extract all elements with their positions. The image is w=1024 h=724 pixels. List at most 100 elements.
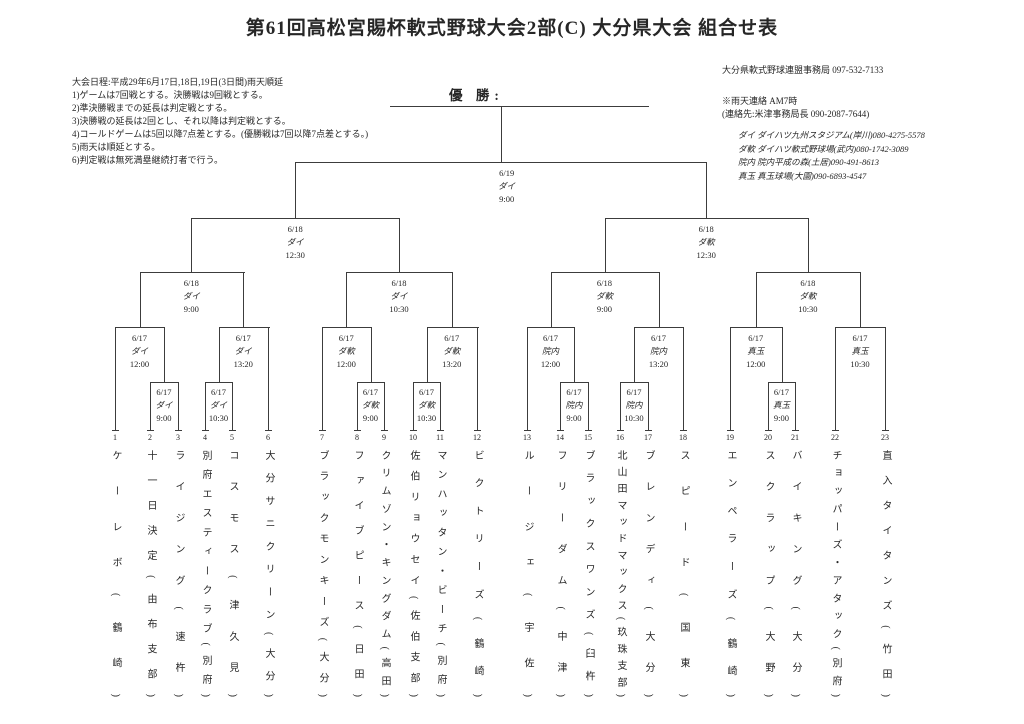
r2-bar [634, 327, 684, 328]
team-name: 直入タイタンズ(竹田) [880, 450, 891, 698]
team-line [648, 382, 649, 431]
match-time: 12:00 [540, 359, 561, 369]
champion-label: 優 勝: [449, 88, 504, 103]
team-number: 4 [203, 433, 207, 442]
team-name: フリーダム(中津) [555, 450, 566, 698]
semi-bar [605, 218, 809, 219]
team-name: 別府エスティークラブ(別府) [200, 450, 211, 698]
rule-line: 5)雨天は順延とする。 [72, 142, 161, 152]
match-date: 6/17 [650, 333, 667, 343]
team-tick [112, 430, 119, 431]
match-time: 9:00 [596, 304, 613, 314]
contact-info: 大分県軟式野球連盟事務局 097-532-7133 ※雨天連絡 AM7時 (連絡… [722, 64, 925, 183]
semi-connector [706, 162, 707, 219]
match-time: 10:30 [624, 413, 644, 423]
match-date: 6/17 [773, 387, 790, 397]
match-date: 6/17 [542, 333, 559, 343]
team-number: 16 [616, 433, 624, 442]
match-date: 6/19 [499, 168, 515, 178]
r1-bar [768, 382, 796, 383]
match-venue: 院内 [649, 346, 667, 356]
r2-bar [322, 327, 372, 328]
team-tick [617, 430, 624, 431]
r2-connector [452, 272, 453, 328]
final-bar [295, 162, 707, 163]
team-number: 21 [791, 433, 799, 442]
champion-line [390, 106, 649, 107]
qf-bar [140, 272, 245, 273]
team-line [115, 327, 116, 431]
rule-line: 大会日程:平成29年6月17日,18日,19日(3日間)雨天順延 [72, 77, 283, 87]
team-tick [381, 430, 388, 431]
team-line [150, 382, 151, 431]
team-number: 6 [266, 433, 270, 442]
match-time: 9:00 [183, 304, 199, 314]
qf-bar [551, 272, 660, 273]
r2-connector [756, 272, 757, 328]
match-time: 13:20 [442, 359, 462, 369]
r2-bar [427, 327, 479, 328]
team-line [477, 327, 478, 431]
match-date: 6/17 [362, 387, 379, 397]
team-name: スクラップ(大野) [763, 450, 774, 698]
team-name: ライジング(速杵) [173, 450, 184, 698]
r1-connector [634, 327, 635, 383]
team-name: クリムゾン・キングダム(高田) [379, 450, 390, 698]
match-date: 6/17 [418, 387, 435, 397]
team-line [885, 327, 886, 431]
team-line [232, 382, 233, 431]
team-name: コスモス(津久見) [227, 450, 238, 698]
match-time: 10:30 [850, 359, 870, 369]
team-tick [354, 430, 361, 431]
match-time: 9:00 [773, 413, 790, 423]
team-line [178, 382, 179, 431]
team-name: 十一日決定(由布支部) [145, 450, 156, 698]
qf-connector [605, 218, 606, 273]
match-date: 6/18 [596, 278, 613, 288]
venue-line: ダ軟 ダイハツ軟式野球場(武内)080-1742-3089 [738, 143, 909, 154]
team-number: 1 [113, 433, 117, 442]
qf-connector [808, 218, 809, 273]
team-line [683, 327, 684, 431]
team-tick [680, 430, 687, 431]
match-venue: ダイ [390, 291, 408, 301]
team-number: 7 [320, 433, 324, 442]
team-number: 22 [831, 433, 839, 442]
match-venue: ダイ [155, 400, 173, 410]
qf-connector [399, 218, 400, 273]
match-time: 12:30 [285, 250, 305, 260]
qf-connector [191, 218, 192, 273]
team-line [620, 382, 621, 431]
match-venue: ダ軟 [697, 237, 715, 247]
team-tick [585, 430, 592, 431]
match-time: 10:30 [798, 304, 818, 314]
match-venue: ダ軟 [595, 291, 614, 301]
team-name: スピード(国東) [678, 450, 689, 698]
match-date: 6/17 [131, 333, 148, 343]
match-venue: 院内 [565, 400, 583, 410]
rule-line: 2)準決勝戦までの延長は判定戦とする。 [72, 103, 233, 113]
team-line [268, 327, 269, 431]
team-name: ケーレボ(鶴崎) [110, 450, 121, 698]
team-number: 13 [523, 433, 531, 442]
team-name: マンハッタン・ビーチ(別府) [435, 450, 446, 698]
team-line [413, 382, 414, 431]
team-number: 12 [473, 433, 481, 442]
match-time: 9:00 [566, 413, 582, 423]
team-number: 23 [881, 433, 889, 442]
team-number: 15 [584, 433, 592, 442]
r2-connector [551, 272, 552, 328]
team-number: 19 [726, 433, 734, 442]
